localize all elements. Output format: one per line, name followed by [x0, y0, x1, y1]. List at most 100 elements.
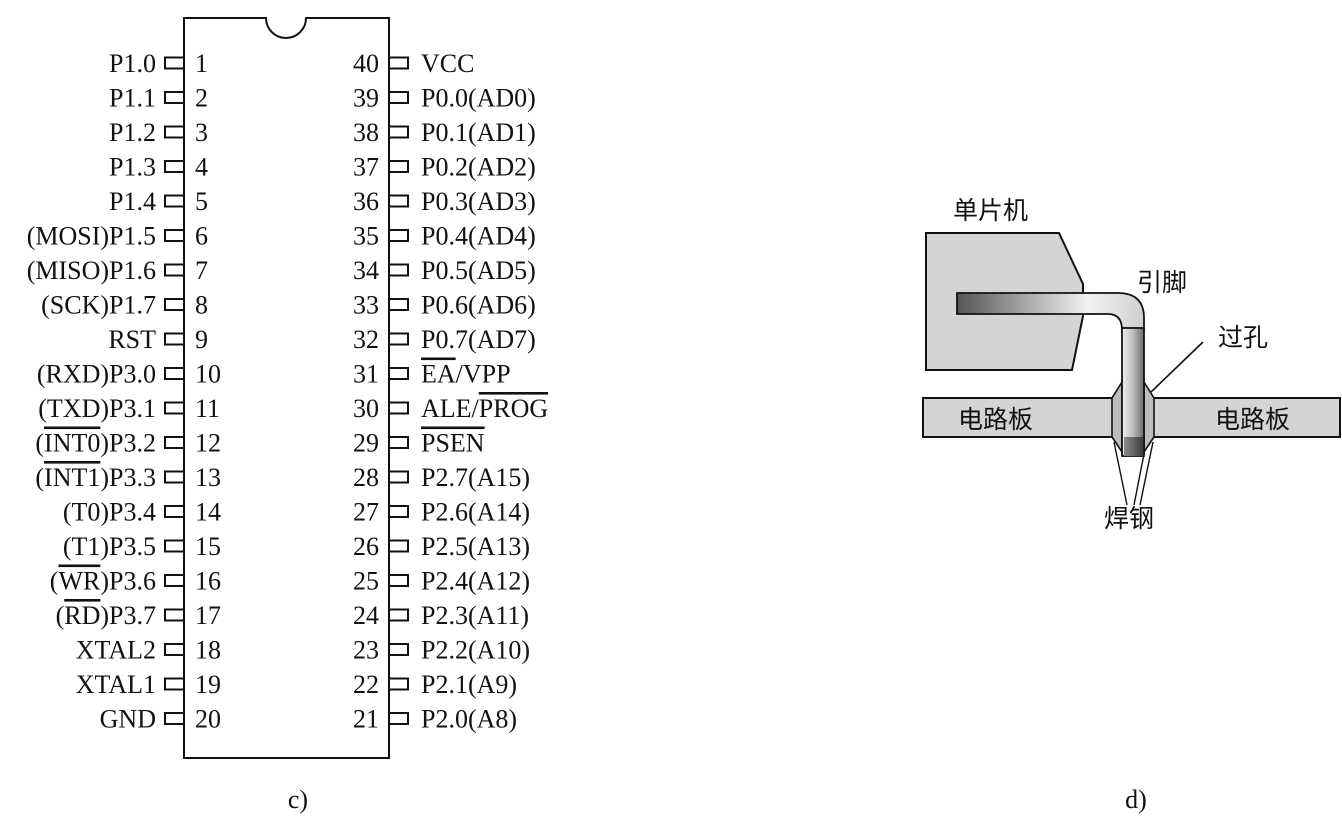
lead-pin-vertical	[1121, 327, 1145, 457]
pin-label: P1.3	[109, 153, 156, 182]
pin-label: XTAL2	[76, 636, 156, 665]
pin-number: 13	[195, 463, 221, 492]
pin-label: P2.0(A8)	[421, 705, 517, 734]
pin-stub	[164, 401, 184, 415]
solder-label: 焊钢	[1104, 504, 1154, 533]
left-pin-10: 10(RXD)P3.0	[37, 360, 221, 389]
pin-stub	[164, 298, 184, 311]
lead-pin-tip	[1124, 437, 1143, 456]
pin-stub	[389, 263, 409, 277]
pin-label: P2.7(A15)	[421, 463, 530, 492]
pin-number: 5	[195, 187, 208, 216]
solder-fillet-left	[1111, 379, 1123, 455]
pin-number: 39	[353, 84, 379, 113]
pin-number: 34	[353, 256, 379, 285]
pin-stub	[164, 677, 184, 691]
pin-stub	[164, 436, 184, 449]
pin-number: 22	[353, 670, 379, 699]
pin-number: 12	[195, 429, 221, 458]
pin-label: PSEN	[421, 429, 485, 458]
via-label: 过孔	[1218, 323, 1268, 352]
pin-stub	[164, 332, 184, 346]
pin-number: 14	[195, 498, 221, 527]
pin-number: 4	[195, 153, 208, 182]
pin-number: 16	[195, 567, 221, 596]
pin-label: P0.7(AD7)	[421, 325, 536, 354]
solder-leader-left	[1113, 441, 1128, 506]
left-pin-group: 1P1.02P1.13P1.24P1.35P1.46(MOSI)P1.57(MI…	[27, 49, 221, 734]
pin-number: 36	[353, 187, 379, 216]
pin-number: 21	[353, 705, 379, 734]
pin-label: P1.0	[109, 49, 156, 78]
pin-stub	[164, 91, 184, 104]
pin-label: RST	[108, 325, 156, 354]
pin-label: (SCK)P1.7	[41, 291, 156, 320]
pin-stub	[164, 125, 184, 139]
pin-number: 1	[195, 49, 208, 78]
pin-stub	[389, 160, 409, 173]
right-pin-21: 21 P2.0(A8)	[353, 705, 517, 734]
left-pin-8: 8(SCK)P1.7	[41, 291, 208, 320]
left-pin-2: 2P1.1	[109, 84, 208, 113]
pin-number: 31	[353, 360, 379, 389]
through-hole-mounting: 单片机 引脚 过孔 电路板 电路板 焊钢 d)	[922, 196, 1341, 814]
pin-number: 11	[195, 394, 220, 423]
pin-stub	[389, 332, 409, 346]
pin-number: 30	[353, 394, 379, 423]
pin-label: P1.4	[109, 187, 156, 216]
left-pin-17: 17(RD)P3.7	[56, 601, 221, 630]
pin-stub	[164, 643, 184, 656]
board-left-label: 电路板	[958, 405, 1033, 434]
pin-stub	[389, 608, 409, 622]
via-leader-line	[1150, 341, 1204, 393]
pin-label: P0.2(AD2)	[421, 153, 536, 182]
pin-label: (TXD)P3.1	[38, 394, 156, 423]
pin-label: P0.5(AD5)	[421, 256, 536, 285]
left-pin-6: 6(MOSI)P1.5	[27, 222, 208, 251]
pin-stub	[389, 470, 409, 484]
pin-label: P2.1(A9)	[421, 670, 517, 699]
pin-label: XTAL1	[76, 670, 156, 699]
pin-label: (MOSI)P1.5	[27, 222, 156, 251]
pin-label: (INT0)P3.2	[35, 429, 156, 458]
pin-stub	[164, 229, 184, 242]
solder-fillet-right	[1143, 379, 1155, 455]
dip40-pinout: 1P1.02P1.13P1.24P1.35P1.46(MOSI)P1.57(MI…	[27, 17, 548, 814]
left-pin-11: 11 (TXD)P3.1	[38, 394, 220, 423]
pin-label: P0.0(AD0)	[421, 84, 536, 113]
pin-number: 15	[195, 532, 221, 561]
pin-number: 26	[353, 532, 379, 561]
pin-number: 20	[195, 705, 221, 734]
pin-stub	[164, 56, 184, 70]
pin-stub	[389, 229, 409, 242]
left-pin-1: 1 P1.0	[109, 49, 208, 78]
left-pin-15: 15(T1)P3.5	[63, 532, 221, 561]
pin-stub	[389, 194, 409, 208]
pin-label: P2.4(A12)	[421, 567, 530, 596]
pin-stub	[164, 470, 184, 484]
board-left	[922, 397, 1116, 438]
mcu-label: 单片机	[953, 196, 1028, 225]
pin-number: 32	[353, 325, 379, 354]
left-pin-7: 7(MISO)P1.6	[27, 256, 208, 285]
pin-stub	[389, 91, 409, 104]
pin-stub	[164, 539, 184, 553]
pin-label: (RXD)P3.0	[37, 360, 156, 389]
pin-label: (WR)P3.6	[50, 567, 156, 596]
pin-stub	[389, 539, 409, 553]
board-right-label: 电路板	[1215, 405, 1290, 434]
pin-stub	[389, 643, 409, 656]
pin-stub	[389, 367, 409, 380]
pin-number: 35	[353, 222, 379, 251]
